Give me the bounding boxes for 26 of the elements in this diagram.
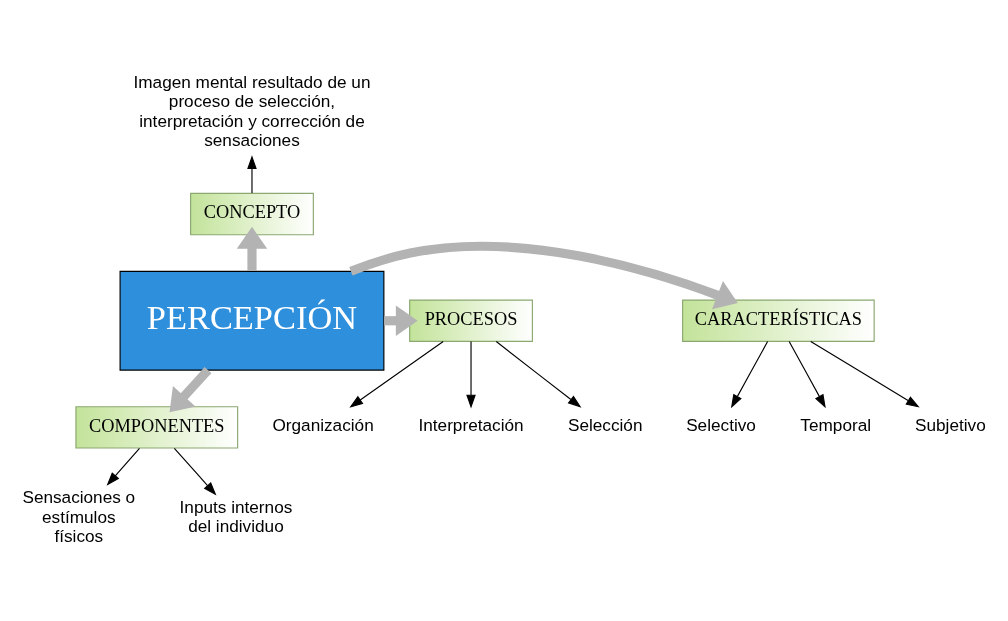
node-box: COMPONENTES <box>75 405 239 449</box>
node-text: Sensaciones o estímulos físicos <box>22 486 136 546</box>
node-text: Subjetivo <box>915 414 986 435</box>
node-text: Interpretación <box>418 414 524 435</box>
node-text: Imagen mental resultado de un proceso de selección, interpretación y corrección de sensaciones <box>133 71 371 150</box>
arrow <box>495 340 582 408</box>
arrow <box>247 154 257 193</box>
arrow <box>173 447 217 496</box>
arrow <box>466 340 476 408</box>
arrow <box>730 340 769 408</box>
node-box: PROCESOS <box>409 299 533 342</box>
node-text: Selectivo <box>686 414 756 435</box>
arrow <box>788 340 826 408</box>
node-box: CONCEPTO <box>190 192 314 235</box>
node-text: Organización <box>272 414 374 435</box>
node-text: Selección <box>567 414 643 435</box>
node-box: PERCEPCIÓN <box>119 270 385 371</box>
node-text: Temporal <box>800 414 872 435</box>
arrow <box>349 241 738 309</box>
arrow <box>349 340 444 408</box>
node-text: Inputs internos del individuo <box>179 496 293 536</box>
arrow <box>169 366 212 412</box>
arrow <box>106 447 141 486</box>
node-box: CARACTERÍSTICAS <box>682 299 875 342</box>
arrow <box>236 226 268 271</box>
arrow <box>810 340 920 408</box>
